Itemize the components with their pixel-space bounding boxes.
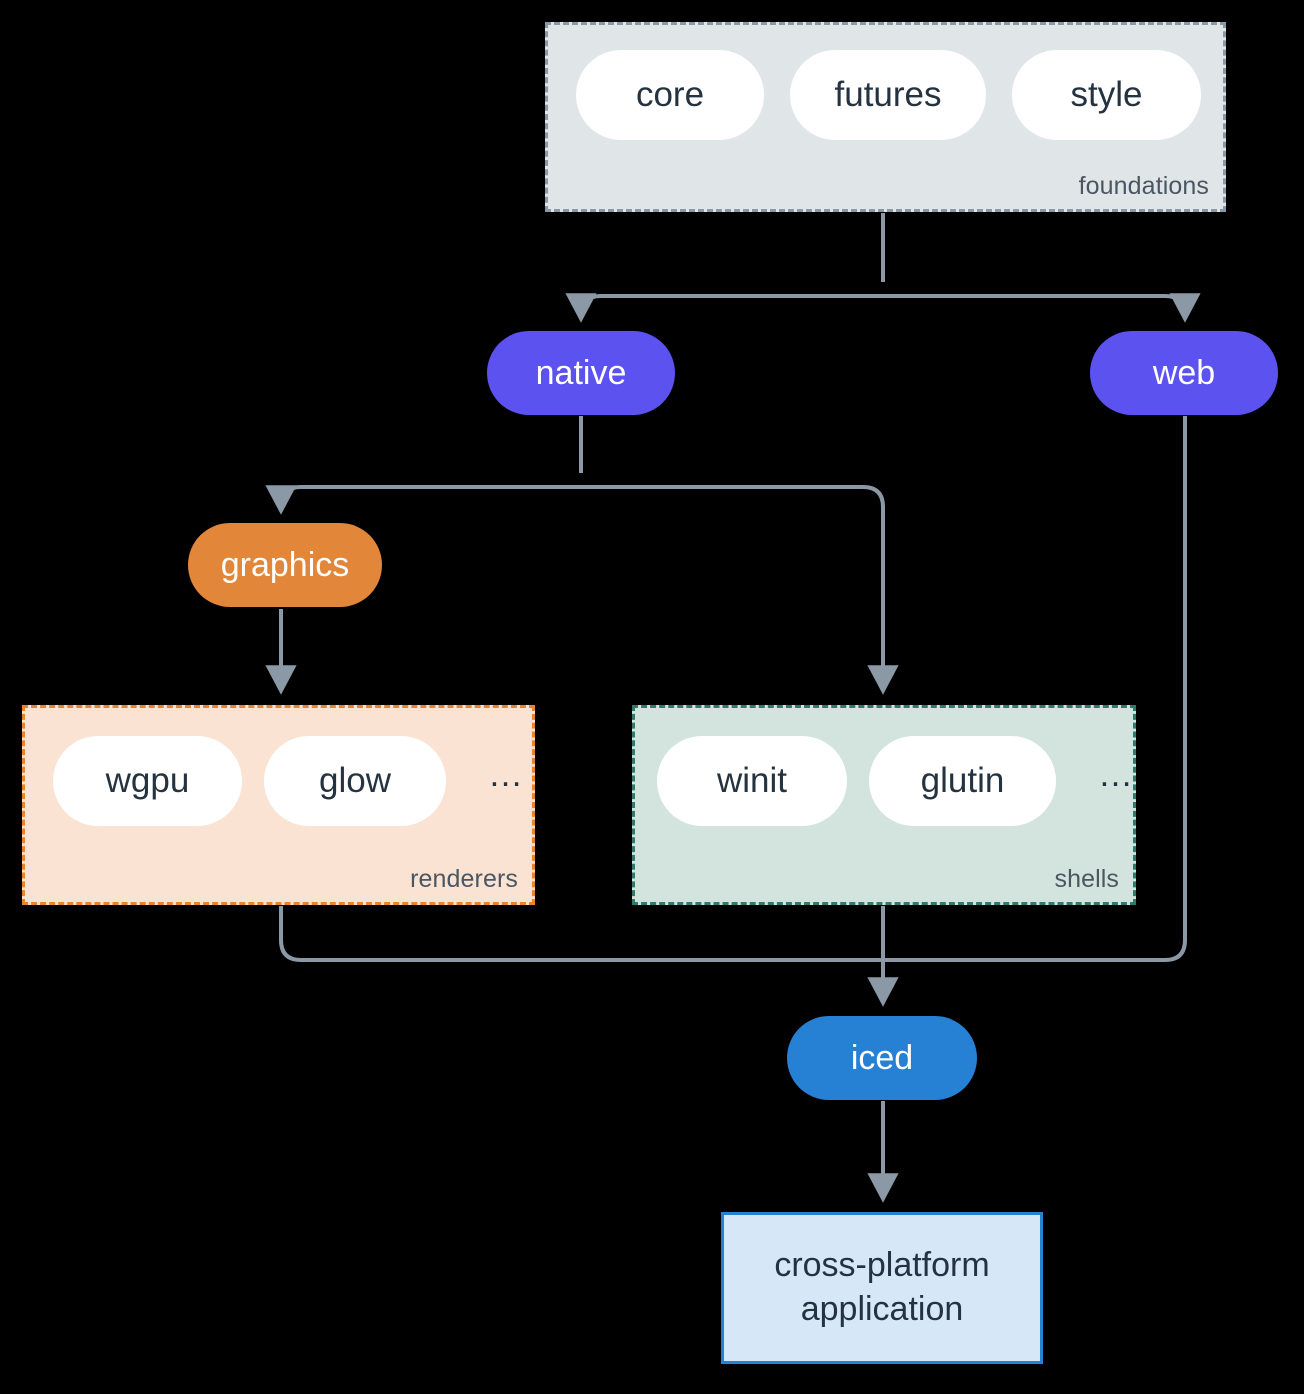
chip-style[interactable]: style [1012,50,1201,140]
chip-core[interactable]: core [576,50,764,140]
application-label-line1: cross-platform [774,1246,990,1285]
group-renderers: wgpu glow … renderers [22,705,535,905]
edge-native-to-shells [581,485,899,695]
group-label-foundations: foundations [1078,172,1209,200]
renderers-ellipsis: … [488,754,523,794]
chip-glutin[interactable]: glutin [869,736,1056,826]
group-label-shells: shells [1054,865,1119,893]
foundations-chip-row: core futures style [576,50,1201,140]
chip-wgpu[interactable]: wgpu [53,736,242,826]
group-label-renderers: renderers [410,865,518,893]
group-foundations: core futures style foundations [545,22,1226,212]
shells-ellipsis: … [1098,754,1133,794]
edge-foundations-to-web [883,293,1201,323]
edge-renderers-to-iced [279,906,883,962]
node-native[interactable]: native [487,331,675,415]
node-iced[interactable]: iced [787,1016,977,1100]
chip-winit[interactable]: winit [657,736,847,826]
application-label-line2: application [800,1290,964,1328]
renderers-chip-row: wgpu glow … [53,736,523,826]
edge-native-to-graphics [265,485,581,515]
edge-foundations-to-native [565,293,883,323]
node-cross-platform-application[interactable]: cross-platform application [721,1212,1043,1364]
node-web[interactable]: web [1090,331,1278,415]
node-graphics[interactable]: graphics [188,523,382,607]
shells-chip-row: winit glutin … [657,736,1133,826]
chip-futures[interactable]: futures [790,50,986,140]
group-shells: winit glutin … shells [632,705,1136,905]
chip-glow[interactable]: glow [264,736,446,826]
